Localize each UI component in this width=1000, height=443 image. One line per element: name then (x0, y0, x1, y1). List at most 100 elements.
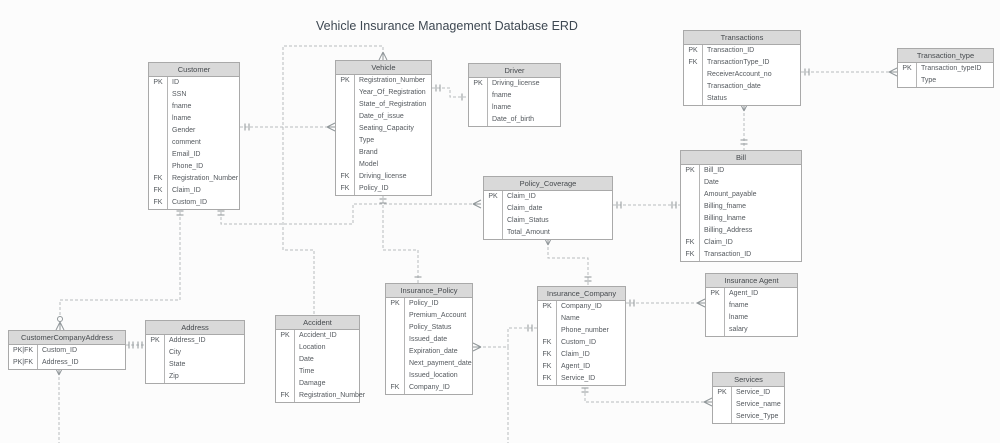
field-key: FK (538, 349, 557, 361)
field-name: Seating_Capacity (359, 125, 414, 132)
connector-insurance-policy-insurance-company[interactable] (472, 324, 537, 352)
field-name: Total_Amount (507, 229, 550, 236)
field-name: Claim_ID (507, 193, 536, 200)
field-key (149, 125, 168, 137)
entity-title: Vehicle (336, 61, 431, 75)
connector-policy-coverage-insurance-company[interactable] (543, 236, 592, 286)
field-row: City (146, 347, 244, 359)
field-row: Damage (276, 378, 359, 390)
field-name: Phone_ID (172, 163, 204, 170)
field-key: PK (149, 77, 168, 89)
field-row: fname (149, 101, 239, 113)
diagram-title: Vehicle Insurance Management Database ER… (316, 19, 578, 33)
connector-customer-customercompanyaddress[interactable] (55, 207, 184, 331)
entity-title: Driver (469, 64, 560, 78)
connector-transactions-transaction-type[interactable] (801, 67, 898, 77)
field-key: FK (684, 57, 703, 69)
field-row: Billing_lname (681, 213, 801, 225)
field-row: fname (469, 90, 560, 102)
connector-vehicle-insurance-policy[interactable] (379, 195, 422, 283)
field-name: Issued_date (409, 336, 448, 343)
field-name: TransactionType_ID (707, 59, 770, 66)
connector-customercompanyaddress-address[interactable] (126, 341, 145, 349)
field-key: PK|FK (9, 357, 38, 369)
field-row: Issued_location (386, 370, 472, 382)
field-name: Billing_lname (704, 215, 746, 222)
field-row: Service_Type (713, 411, 784, 423)
field-key (146, 347, 165, 359)
connector-customercompanyaddress-down[interactable] (54, 366, 64, 443)
field-name: State_of_Registration (359, 101, 427, 108)
field-name: Transaction_date (707, 83, 761, 90)
field-name: Custom_ID (42, 347, 78, 354)
field-key: FK (681, 237, 700, 249)
field-key (336, 135, 355, 147)
field-key (684, 81, 703, 93)
field-row: Date (276, 354, 359, 366)
entity-title: Insurance_Policy (386, 284, 472, 298)
field-name: Time (299, 368, 315, 375)
field-key: FK (149, 197, 168, 209)
field-key (276, 342, 295, 354)
connector-vehicle-driver[interactable] (432, 84, 468, 101)
field-name: Claim_ID (172, 187, 201, 194)
field-name: City (169, 349, 182, 356)
field-row: State_of_Registration (336, 99, 431, 111)
field-key: PK (706, 288, 725, 300)
field-name: Claim_date (507, 205, 543, 212)
field-row: Phone_ID (149, 161, 239, 173)
field-name: Company_ID (409, 384, 450, 391)
field-row: Claim_date (484, 203, 612, 215)
field-name: Next_payment_date (409, 360, 472, 367)
field-row: Total_Amount (484, 227, 612, 239)
field-name: lname (172, 115, 192, 122)
connector-transactions-bill[interactable] (739, 102, 749, 150)
field-key (336, 123, 355, 135)
field-name: Claim_Status (507, 217, 549, 224)
field-key (386, 370, 405, 382)
field-name: Driving_license (359, 173, 407, 180)
field-name: Service_name (736, 401, 781, 408)
field-name: Address_ID (42, 359, 79, 366)
field-key (538, 313, 557, 325)
field-name: Phone_number (561, 327, 609, 334)
field-key (386, 358, 405, 370)
field-row: Time (276, 366, 359, 378)
connector-policy-coverage-bill[interactable] (613, 201, 680, 209)
field-row: Billing_fname (681, 201, 801, 213)
entity-title: Insurance Agent (706, 274, 797, 288)
field-name: Date (704, 179, 719, 186)
entity-title: Transactions (684, 31, 800, 45)
field-name: Zip (169, 373, 179, 380)
connector-insurance-company-agent[interactable] (626, 298, 706, 308)
field-name: Issued_location (409, 372, 458, 379)
field-row: Status (684, 93, 800, 105)
field-key (276, 366, 295, 378)
connector-customer-policy-coverage[interactable] (217, 199, 482, 225)
field-row: fname (706, 300, 797, 312)
connector-customer-vehicle[interactable] (240, 122, 336, 132)
field-name: Custom_ID (561, 339, 597, 346)
connector-insurance-company-services[interactable] (581, 383, 713, 407)
